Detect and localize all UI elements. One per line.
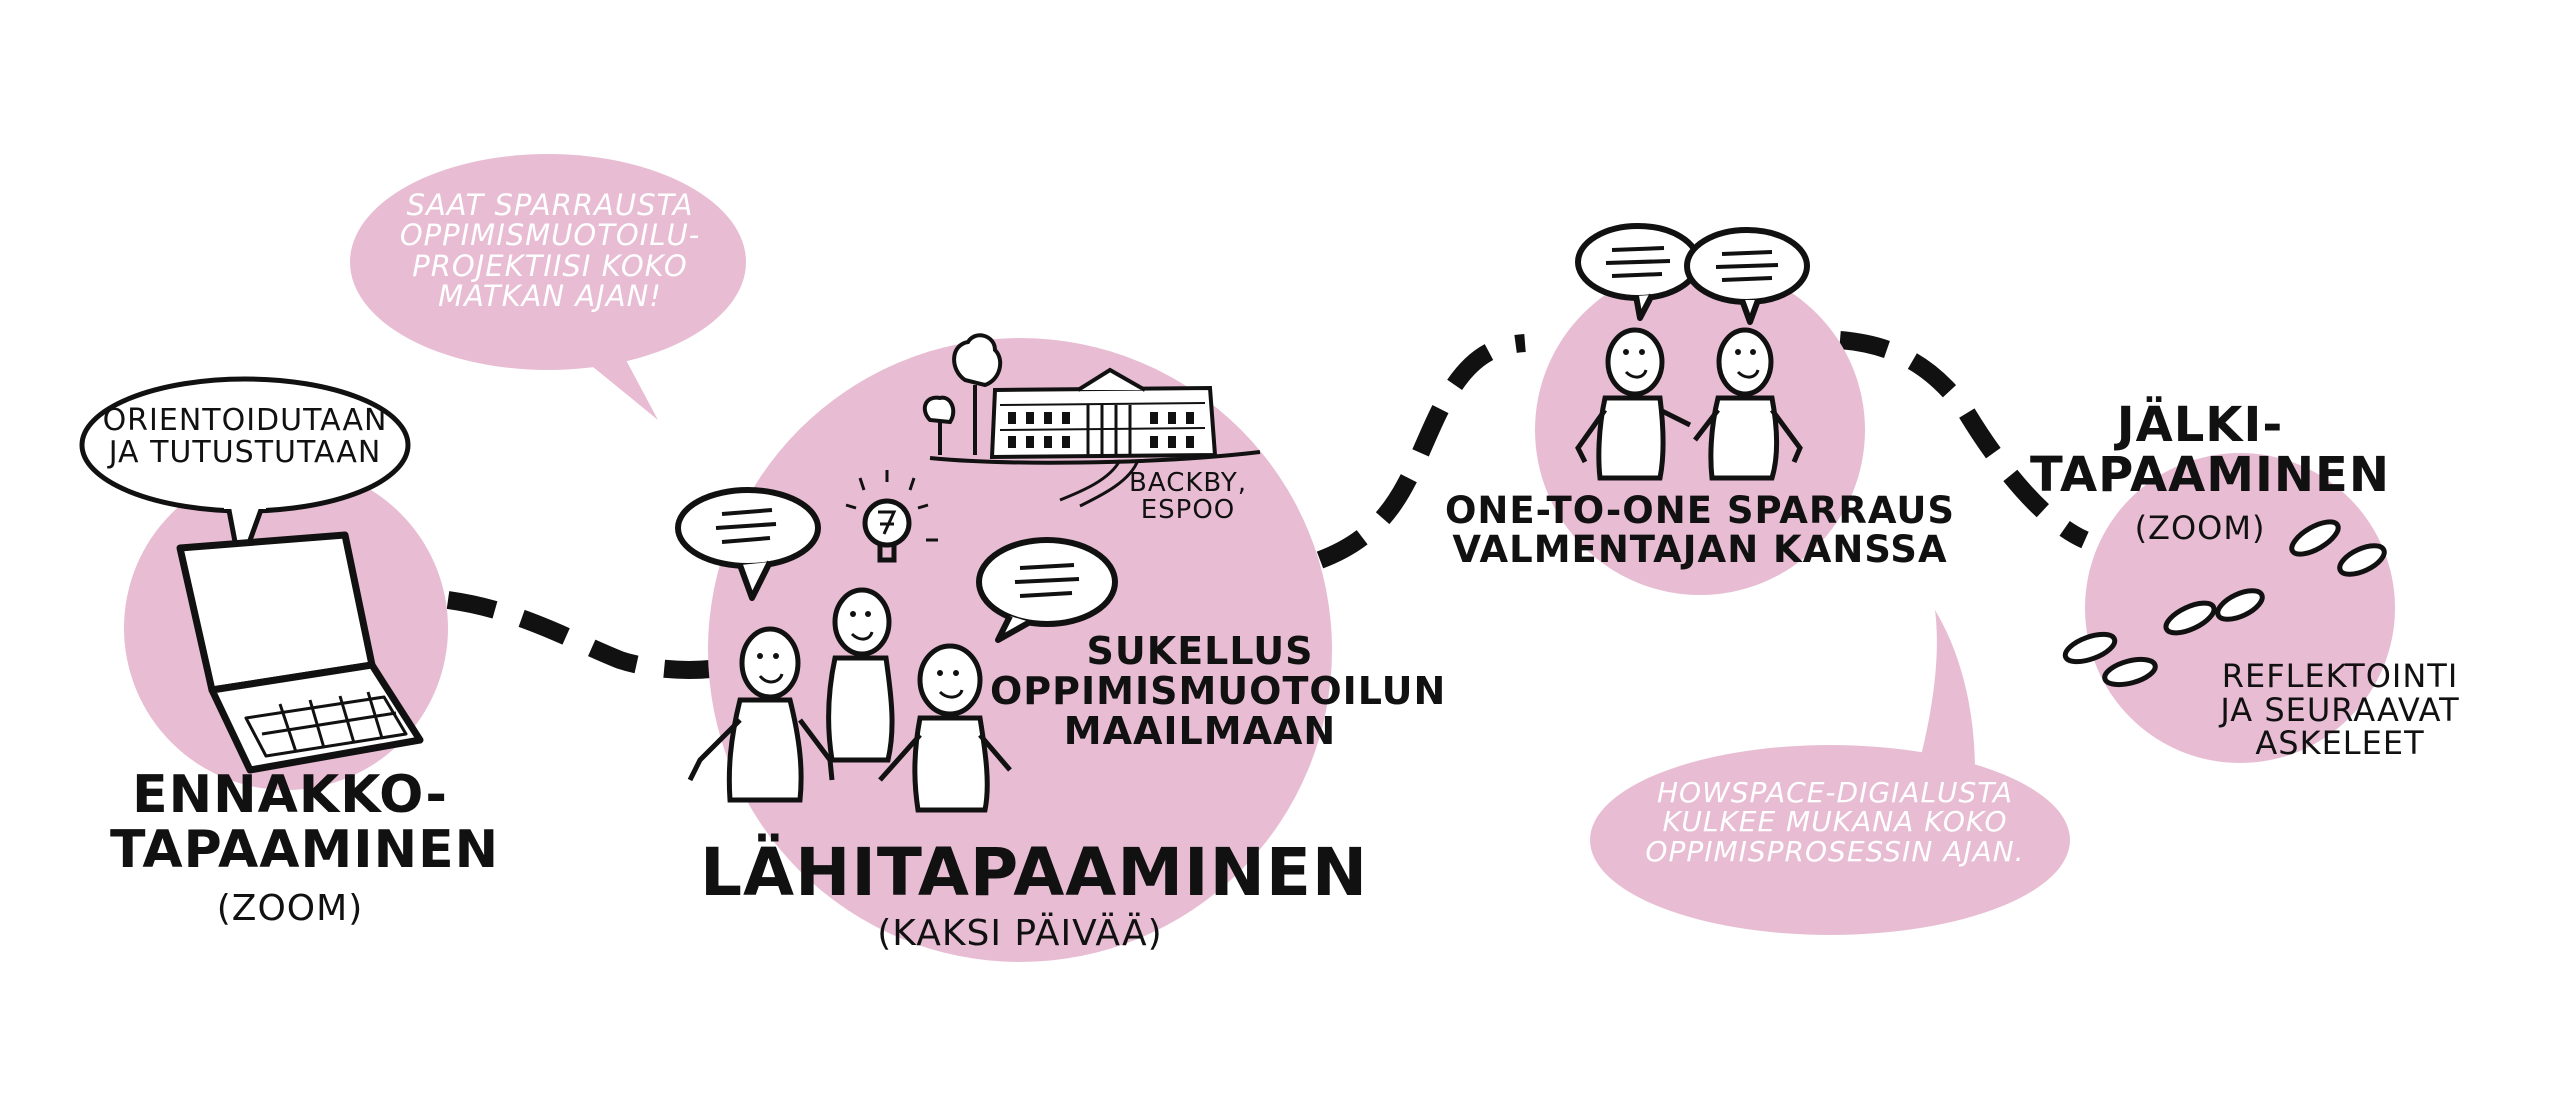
- footprints-icon: [2062, 519, 2387, 688]
- lahi-subtitle: (kaksi päivää): [877, 913, 1163, 954]
- path-segment-2: [1316, 334, 1526, 569]
- ennakko-subtitle: (Zoom): [216, 888, 364, 929]
- jalki-body-line-2: ja seuraavat: [2220, 690, 2460, 729]
- people-speech-bubbles: [675, 487, 1118, 643]
- bubble-bottom-line-1: Howspace-digialusta: [1656, 776, 2014, 809]
- bubble-top-text: Saat sparrausta oppimismuotoilu- projekt…: [380, 190, 720, 312]
- bubble-bottom-line-3: oppimisprosessin ajan.: [1645, 834, 2025, 868]
- location-line-1: Backby,: [1129, 468, 1247, 498]
- bubble-bottom-text: Howspace-digialusta kulkee mukana koko o…: [1600, 776, 2070, 868]
- bubble-top-line-3: projektiisi koko: [412, 248, 688, 283]
- people-group-icon: [687, 587, 1012, 813]
- jalki-title-line-1: Jälki-: [2116, 397, 2284, 453]
- lahi-body-text: Sukellus oppimismuotoilun maailmaan: [990, 629, 1447, 753]
- laptop-speech-text: Orientoidutaan ja tutustutaan: [95, 405, 395, 468]
- jalki-body-line-3: askeleet: [2255, 724, 2425, 763]
- path-segment-1: [446, 591, 722, 679]
- laptop-speech-line-1: Orientoidutaan: [102, 403, 388, 438]
- lahi-title: Lähitapaaminen: [700, 834, 1369, 911]
- bubble-bottom-shape: [1590, 610, 2070, 935]
- sparraus-line-1: One-to-one sparraus: [1444, 489, 1956, 532]
- location-line-2: Espoo: [1140, 495, 1236, 526]
- bubble-bottom-line-2: kulkee mukana koko: [1662, 805, 2008, 839]
- jalki-title: Jälki- tapaaminen: [2030, 397, 2390, 504]
- bubble-top-line-1: Saat sparrausta: [406, 188, 694, 222]
- ennakko-title-line-2: tapaaminen: [110, 819, 500, 880]
- bubble-top-shape: [350, 154, 746, 420]
- jalki-subtitle: (Zoom): [2134, 509, 2266, 547]
- bubble-top-line-2: oppimismuotoilu-: [399, 218, 701, 253]
- coaching-speech-bubbles: [1575, 223, 1810, 325]
- coaching-pair-icon: [1575, 327, 1803, 481]
- ennakko-title-line-1: Ennakko-: [132, 765, 448, 825]
- manor-house-icon: [929, 367, 1261, 508]
- laptop-speech-line-2: ja tutustutaan: [108, 434, 382, 470]
- bubble-top-line-4: matkan ajan!: [438, 279, 662, 314]
- location-label: Backby, Espoo: [1098, 468, 1278, 526]
- ennakko-title: Ennakko- tapaaminen: [110, 765, 500, 880]
- jalki-body-line-1: Reflektointi: [2221, 657, 2459, 695]
- lahi-body-line-1: Sukellus: [1086, 629, 1314, 673]
- trees-icon: [922, 333, 1003, 455]
- lahi-body-line-2: oppimismuotoilun: [990, 668, 1447, 713]
- lahi-body-line-3: maailmaan: [1063, 708, 1337, 753]
- lightbulb-icon: [845, 470, 938, 563]
- sparraus-text: One-to-one sparraus valmentajan kanssa: [1440, 489, 1960, 571]
- sparraus-line-2: valmentajan kanssa: [1452, 527, 1948, 571]
- jalki-body-text: Reflektointi ja seuraavat askeleet: [2190, 657, 2490, 763]
- journey-path: [446, 331, 2089, 679]
- jalki-title-line-2: tapaaminen: [2030, 447, 2390, 504]
- laptop-icon: [176, 531, 424, 774]
- circle-lahi: [708, 338, 1332, 962]
